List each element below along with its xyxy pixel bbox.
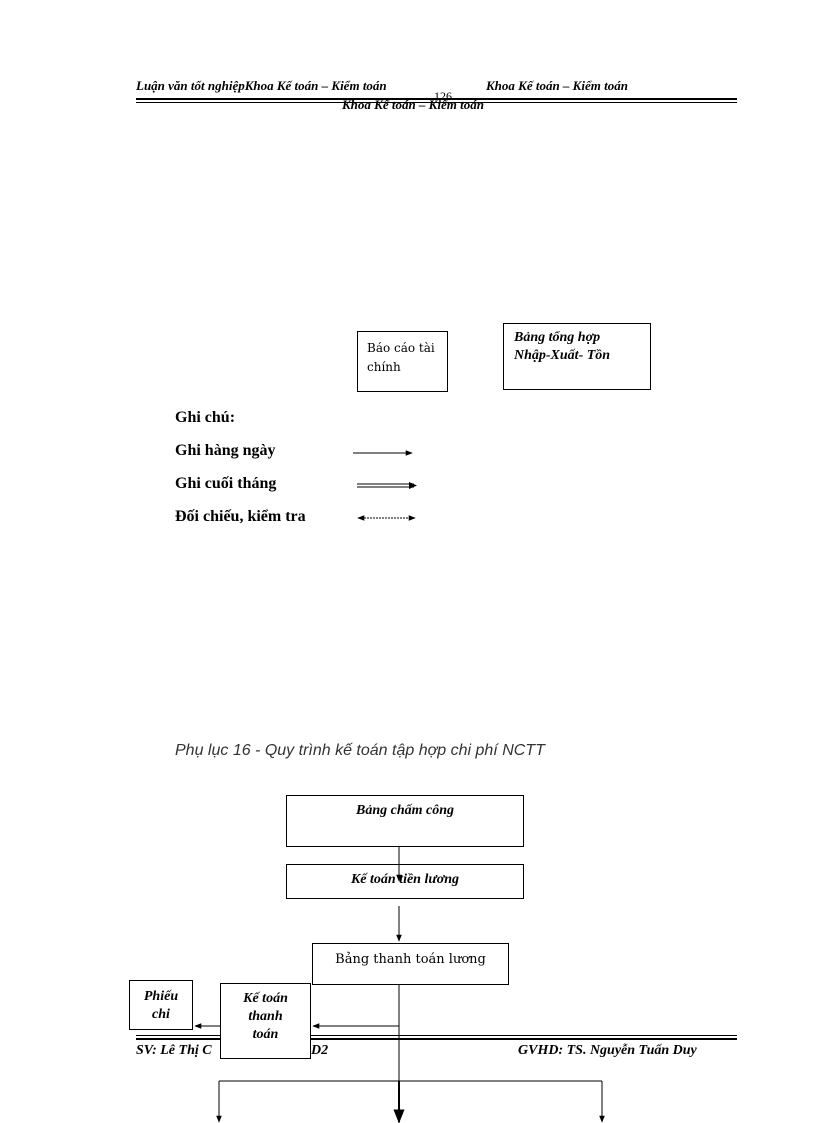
timesheet-box: Bảng chấm công xyxy=(286,795,524,847)
legend-title: Ghi chú: xyxy=(175,409,236,426)
appendix-caption: Phụ lục 16 - Quy trình kế toán tập hợp c… xyxy=(175,742,545,759)
footer-right: GVHD: TS. Nguyễn Tuấn Duy xyxy=(518,1043,697,1058)
footer-left: SV: Lê Thị C xyxy=(136,1043,212,1058)
footer-rule-thick xyxy=(136,1038,737,1040)
legend-item-monthly: Ghi cuối tháng xyxy=(175,475,277,492)
legend-item-reconcile: Đối chiếu, kiểm tra xyxy=(175,508,306,525)
legend-monthly-arrowhead xyxy=(409,482,417,489)
payroll-accountant-box: Kế toán tiền lương xyxy=(286,864,524,899)
header-rule-thin xyxy=(136,102,737,103)
header-left: Luận văn tốt nghiệpKhoa Kế toán – Kiểm t… xyxy=(136,78,387,93)
footer-left-suffix: D2 xyxy=(311,1043,329,1058)
inventory-summary-label: Bảng tổng hợp Nhập-Xuất- Tồn xyxy=(514,330,611,363)
financial-report-label: Báo cáo tài chính xyxy=(367,341,435,374)
header-center: Khoa Kế toán – Kiểm toán xyxy=(342,97,484,112)
timesheet-label: Bảng chấm công xyxy=(355,803,454,818)
financial-report-box: Báo cáo tài chính xyxy=(357,331,448,392)
payroll-table-label: Bảng thanh toán lương xyxy=(335,952,486,967)
footer-rule-thin xyxy=(136,1035,737,1036)
payment-accountant-label: Kế toán thanh toán xyxy=(243,991,288,1042)
inventory-summary-box: Bảng tổng hợp Nhập-Xuất- Tồn xyxy=(503,323,651,390)
payroll-accountant-label: Kế toán tiền lương xyxy=(350,872,460,887)
header-right: Khoa Kế toán – Kiểm toán xyxy=(486,78,628,93)
payroll-table-box: Bảng thanh toán lương xyxy=(312,943,509,985)
payment-accountant-box: Kế toán thanh toán xyxy=(220,983,311,1059)
payment-voucher-box: Phiếu chi xyxy=(129,980,193,1030)
header-rule-thick xyxy=(136,98,737,100)
payment-voucher-label: Phiếu chi xyxy=(143,989,179,1022)
legend-item-daily: Ghi hàng ngày xyxy=(175,442,276,459)
